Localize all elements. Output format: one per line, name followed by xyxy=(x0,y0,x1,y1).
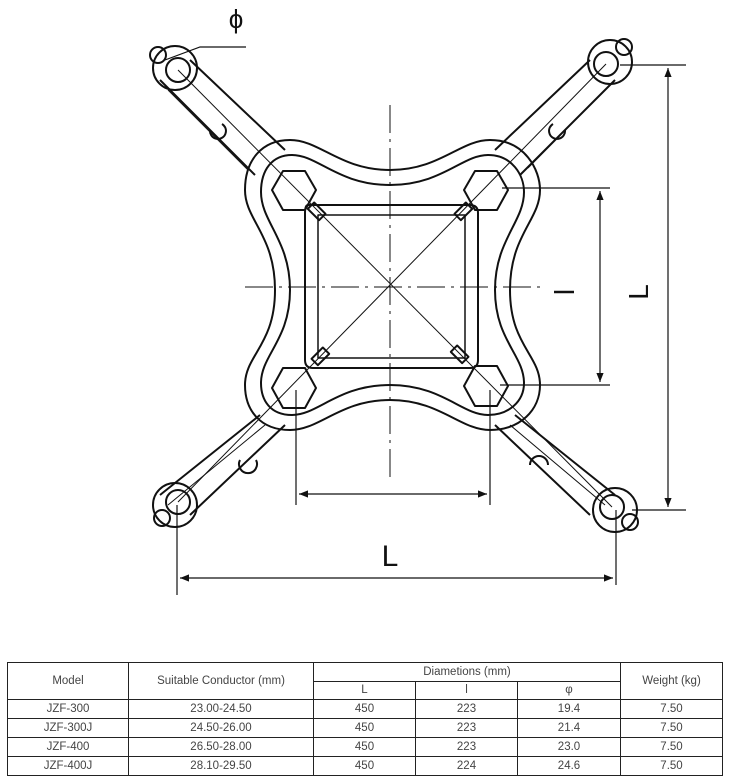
arm-sw xyxy=(152,414,286,528)
header-diameters: Diametions (mm) xyxy=(313,662,621,682)
bolt-se xyxy=(463,365,509,407)
header-model: Model xyxy=(7,662,129,700)
specification-table: Model Suitable Conductor (mm) Diametions… xyxy=(7,662,723,776)
cell-phi: 19.4 xyxy=(517,699,621,719)
table-row: JZF-300 23.00-24.50 450 223 19.4 7.50 xyxy=(7,699,723,719)
outer-l-label-right: L xyxy=(623,284,654,300)
cell-model: JZF-400 xyxy=(7,737,129,757)
header-conductor: Suitable Conductor (mm) xyxy=(128,662,314,700)
cell-phi: 21.4 xyxy=(517,718,621,738)
cell-weight: 7.50 xyxy=(620,756,723,776)
cell-l: 224 xyxy=(415,756,518,776)
bolt-sw xyxy=(271,367,317,409)
arm-se xyxy=(494,414,639,533)
bolt-ne xyxy=(463,170,509,211)
cell-conductor: 26.50-28.00 xyxy=(128,737,314,757)
bolt-nw xyxy=(271,170,317,211)
cell-weight: 7.50 xyxy=(620,718,723,738)
cell-weight: 7.50 xyxy=(620,699,723,719)
frame-inner xyxy=(260,154,525,416)
header-l: l xyxy=(415,681,518,700)
cell-L: 450 xyxy=(313,718,416,738)
table-row: JZF-400 26.50-28.00 450 223 23.0 7.50 xyxy=(7,737,723,757)
header-L: L xyxy=(313,681,416,700)
cell-conductor: 23.00-24.50 xyxy=(128,699,314,719)
cell-l: 223 xyxy=(415,699,518,719)
cell-l: 223 xyxy=(415,737,518,757)
cell-L: 450 xyxy=(313,737,416,757)
table-row: JZF-300J 24.50-26.00 450 223 21.4 7.50 xyxy=(7,718,723,738)
cell-phi: 24.6 xyxy=(517,756,621,776)
cell-model: JZF-300J xyxy=(7,718,129,738)
outer-l-label-bottom: L xyxy=(382,540,399,573)
cell-model: JZF-300 xyxy=(7,699,129,719)
cell-conductor: 28.10-29.50 xyxy=(128,756,314,776)
cell-model: JZF-400J xyxy=(7,756,129,776)
table-row: JZF-400J 28.10-29.50 450 224 24.6 7.50 xyxy=(7,756,723,776)
cell-L: 450 xyxy=(313,756,416,776)
cell-phi: 23.0 xyxy=(517,737,621,757)
spacer-damper-drawing: ϕ l L L xyxy=(149,4,686,595)
cell-conductor: 24.50-26.00 xyxy=(128,718,314,738)
arm-ne xyxy=(494,38,633,176)
cell-l: 223 xyxy=(415,718,518,738)
header-phi: φ xyxy=(517,681,621,700)
arm-nw xyxy=(149,45,286,176)
phi-label: ϕ xyxy=(229,4,244,34)
header-weight: Weight (kg) xyxy=(620,662,723,700)
cell-weight: 7.50 xyxy=(620,737,723,757)
inner-l-label: l xyxy=(549,289,580,295)
cell-L: 450 xyxy=(313,699,416,719)
